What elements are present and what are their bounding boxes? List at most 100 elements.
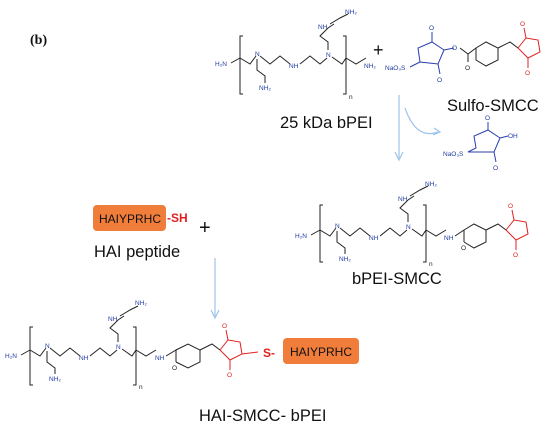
bond (119, 305, 139, 317)
cyclohexane (475, 41, 499, 67)
bond (485, 223, 507, 231)
thioether-s: S- (263, 346, 275, 360)
b-nh2-top: NH₂ (135, 300, 147, 307)
bpei-n1: N (255, 51, 260, 58)
peptide-box (93, 205, 166, 231)
nhs-oh: OH (508, 133, 518, 140)
bond (437, 63, 441, 75)
bond (409, 185, 429, 197)
bond (230, 57, 241, 64)
m-amide-o: O (461, 245, 466, 252)
bond (259, 55, 291, 65)
m-nh2-1: NH₂ (339, 256, 351, 263)
sulfo-o: O (429, 25, 434, 32)
b-n1: N (45, 343, 50, 350)
release-arrow (404, 107, 439, 135)
bond (319, 23, 335, 50)
m-n: n (429, 261, 433, 268)
label-sulfo-smcc: Sulfo-SMCC (447, 97, 539, 115)
bond (454, 229, 465, 237)
mal-o1: O (520, 21, 525, 28)
m-nh-top: NH (398, 196, 408, 203)
bpei-nh2-top: NH₂ (345, 9, 357, 16)
mal-o2: O (525, 70, 530, 77)
plus-sign: + (373, 40, 384, 60)
bpei-n2: N (326, 52, 331, 59)
bond (20, 349, 31, 356)
label-hai-peptide: HAI peptide (94, 243, 180, 261)
m-n1: N (335, 223, 340, 230)
b-h2n: H₂N (5, 353, 17, 360)
bond (299, 55, 328, 65)
bond (459, 47, 477, 55)
bond (329, 13, 349, 25)
bond (241, 351, 259, 355)
bond (493, 151, 497, 163)
bond (49, 347, 81, 357)
nhs-na-o3s: NaO₃S (443, 151, 464, 158)
bond (256, 59, 266, 83)
b-nh-top: NH (108, 316, 118, 323)
bpei-nh2: NH (318, 24, 328, 31)
sulfo-o3: O (452, 45, 457, 52)
bond (239, 55, 257, 65)
nhs-o1: O (485, 115, 490, 122)
m-n2: N (406, 224, 411, 231)
bond (411, 228, 427, 237)
bond (109, 315, 125, 342)
b-nh: NH (79, 355, 89, 362)
repeat-bracket-right (343, 35, 347, 95)
bond (499, 135, 509, 139)
bond (310, 229, 321, 236)
release-arrowhead (432, 127, 442, 136)
reaction-arrowhead-2 (210, 309, 220, 320)
peptide-sequence: HAIYPRHC (99, 212, 161, 226)
repeat-n: n (349, 94, 353, 101)
bond (497, 41, 519, 49)
hai-smcc-bpei-structure: H₂N N NH₂ NH N NH NH₂ n NH O O O (5, 300, 259, 391)
m-nh2-top: NH₂ (425, 181, 437, 188)
nhs-o2: O (493, 165, 498, 172)
repeat-bracket-left (319, 204, 323, 263)
bond (409, 61, 421, 68)
bond (165, 349, 177, 362)
bond (443, 47, 455, 51)
sulfo-nhs-byproduct: NaO₃S O O OH (443, 115, 518, 172)
bond (511, 209, 515, 221)
bond (331, 56, 347, 65)
sulfo-o2: O (437, 77, 442, 84)
m-nh: NH (369, 235, 379, 242)
label-hai-smcc-bpei: HAI-SMCC- bPEI (199, 407, 326, 425)
succinimide-ring (219, 339, 243, 361)
bpei-smcc-structure: H₂N N NH₂ NH N NH NH₂ n NH O O O (295, 181, 529, 268)
maleimide-ring (517, 37, 541, 59)
repeat-bracket-left (239, 35, 243, 95)
bond (225, 329, 229, 341)
m-nh-amide: NH (444, 235, 454, 242)
label-bpei: 25 kDa bPEI (280, 114, 373, 132)
b-succ-o2: O (227, 372, 232, 379)
repeat-bracket-left (29, 326, 33, 386)
b-nh2-1: NH₂ (49, 376, 61, 383)
bpei-nh2-right: NH₂ (364, 63, 376, 70)
bond (29, 347, 47, 357)
bpei-nh1: NH (289, 63, 299, 70)
bond (199, 343, 221, 351)
b-amide-o: O (172, 365, 177, 372)
bpei-structure: H₂N N NH₂ NH N NH NH₂ n NH₂ (215, 9, 376, 101)
b-nh-amide: NH (155, 355, 165, 362)
peptide-sequence-conjugate: HAIYPRHC (290, 345, 352, 359)
b-succ-o1: O (222, 323, 227, 330)
bond (523, 27, 527, 39)
nhs-ring (417, 41, 445, 65)
bond (399, 195, 415, 222)
sulfo-na-o3s: NaO₃S (385, 65, 406, 72)
peptide-box-conjugate (283, 338, 359, 364)
reaction-arrowhead-1 (394, 151, 404, 162)
bond (46, 351, 56, 374)
bond (135, 349, 157, 357)
panel-label: (b) (30, 33, 47, 48)
m-mal-o2: O (513, 252, 518, 259)
